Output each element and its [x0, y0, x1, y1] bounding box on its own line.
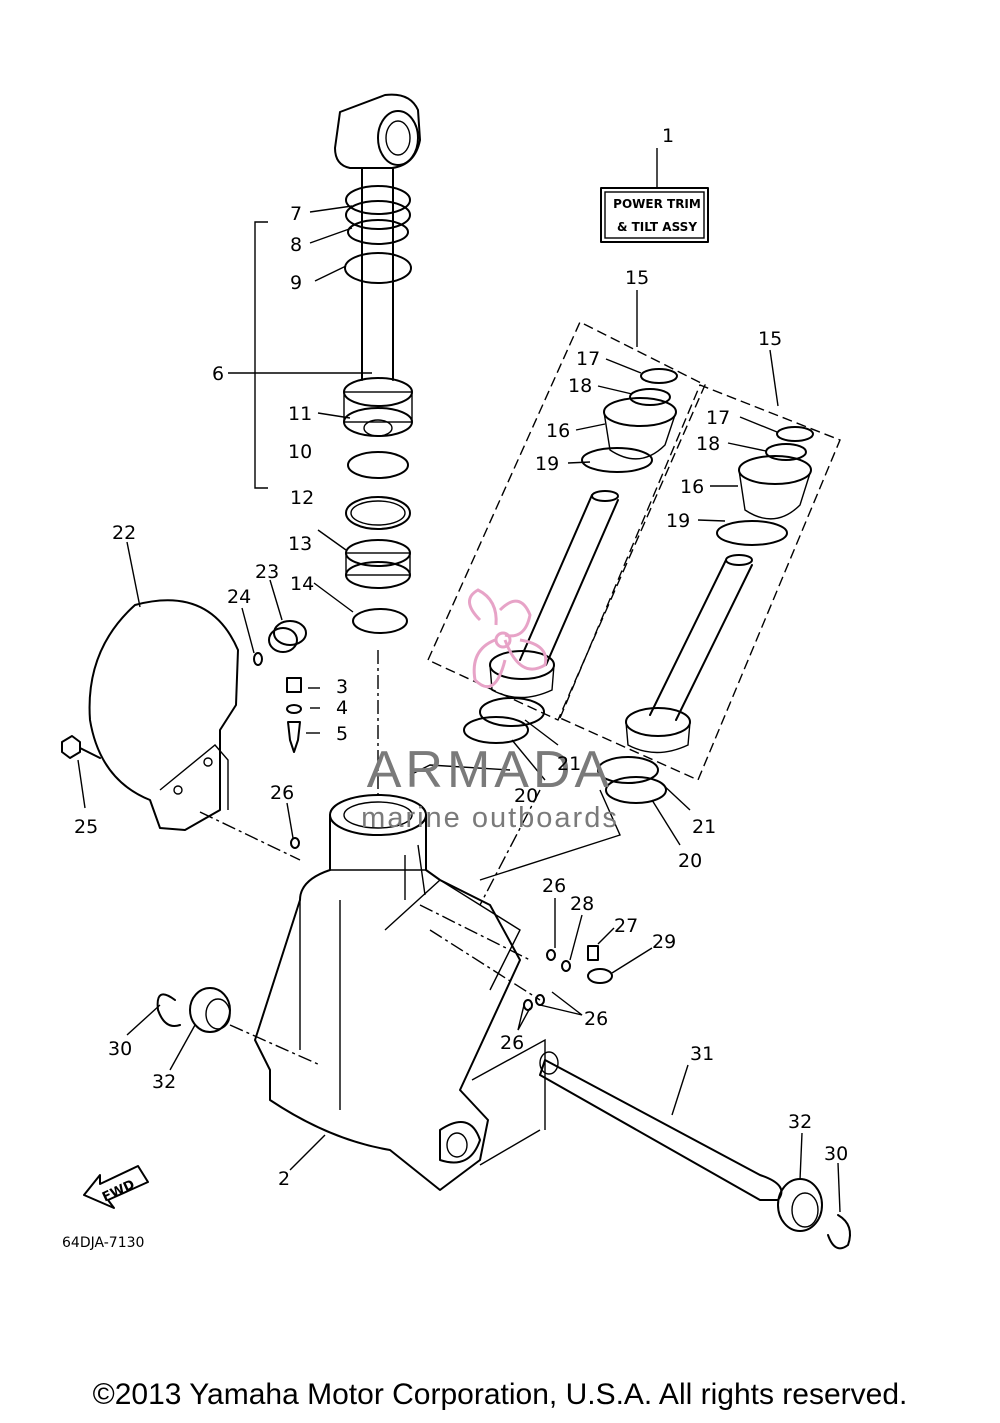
assembly-label-line1: POWER TRIM	[613, 197, 701, 211]
callout-13: 13	[288, 533, 312, 555]
parts-diagram: POWER TRIM & TILT ASSY	[61, 93, 851, 1251]
callout-3: 3	[336, 676, 348, 698]
callout-26-c: 26	[584, 1008, 608, 1030]
watermark: ARMADA marine outboards	[361, 588, 619, 834]
callout-1: 1	[662, 125, 674, 147]
callout-25: 25	[74, 816, 98, 838]
copyright-footer: ©2013 Yamaha Motor Corporation, U.S.A. A…	[92, 1378, 908, 1411]
callout-19-right: 19	[666, 510, 690, 532]
watermark-brand: ARMADA	[367, 741, 613, 799]
callout-29: 29	[652, 931, 676, 953]
callout-15-right: 15	[758, 328, 782, 350]
propeller-logo-icon	[468, 588, 548, 689]
callout-2: 2	[278, 1168, 290, 1190]
callout-8: 8	[290, 234, 302, 256]
callout-22: 22	[112, 522, 136, 544]
callout-11: 11	[288, 403, 312, 425]
callout-18-right: 18	[696, 433, 720, 455]
callout-4: 4	[336, 697, 348, 719]
forward-arrow-icon: FWD	[83, 1165, 149, 1209]
watermark-tagline: marine outboards	[361, 802, 619, 834]
trim-cylinder-right	[559, 384, 841, 804]
callout-26-d: 26	[500, 1032, 524, 1054]
callout-17-right: 17	[706, 407, 730, 429]
callout-9: 9	[290, 272, 302, 294]
callout-16-left: 16	[546, 420, 570, 442]
callout-21-right: 21	[692, 816, 716, 838]
callout-leaders	[77, 205, 841, 1213]
callout-5: 5	[336, 723, 348, 745]
callouts: 1 2 3 4 5 6 7 8 9 10 11 12 13 14 15 15 1…	[74, 125, 848, 1190]
callout-18-left: 18	[568, 375, 592, 397]
callout-27: 27	[614, 915, 638, 937]
diagram-code: 64DJA-7130	[62, 1235, 144, 1251]
trim-cylinder-left	[427, 321, 706, 744]
main-housing	[254, 794, 521, 1191]
callout-14: 14	[290, 573, 314, 595]
callout-21-left: 21	[557, 753, 581, 775]
callout-31: 31	[690, 1043, 714, 1065]
callout-6: 6	[212, 363, 224, 385]
callout-7: 7	[290, 203, 302, 225]
callout-12: 12	[290, 487, 314, 509]
callout-19-left: 19	[535, 453, 559, 475]
callout-26-b: 26	[542, 875, 566, 897]
callout-30-right: 30	[824, 1143, 848, 1165]
callout-20-right: 20	[678, 850, 702, 872]
callout-24: 24	[227, 586, 251, 608]
callout-17-left: 17	[576, 348, 600, 370]
callout-20-left: 20	[514, 785, 538, 807]
callout-15-left: 15	[625, 267, 649, 289]
callout-32-left: 32	[152, 1071, 176, 1093]
callout-23: 23	[255, 561, 279, 583]
callout-16-right: 16	[680, 476, 704, 498]
small-parts	[61, 620, 851, 1250]
callout-30-left: 30	[108, 1038, 132, 1060]
callout-10: 10	[288, 441, 312, 463]
callout-28: 28	[570, 893, 594, 915]
tilt-rod-assembly	[254, 93, 421, 800]
assembly-label-box: POWER TRIM & TILT ASSY	[600, 148, 709, 243]
callout-26-a: 26	[270, 782, 294, 804]
callout-32-right: 32	[788, 1111, 812, 1133]
assembly-lines	[199, 764, 621, 1166]
assembly-label-line2: & TILT ASSY	[617, 220, 697, 234]
reservoir-cover	[88, 599, 239, 831]
